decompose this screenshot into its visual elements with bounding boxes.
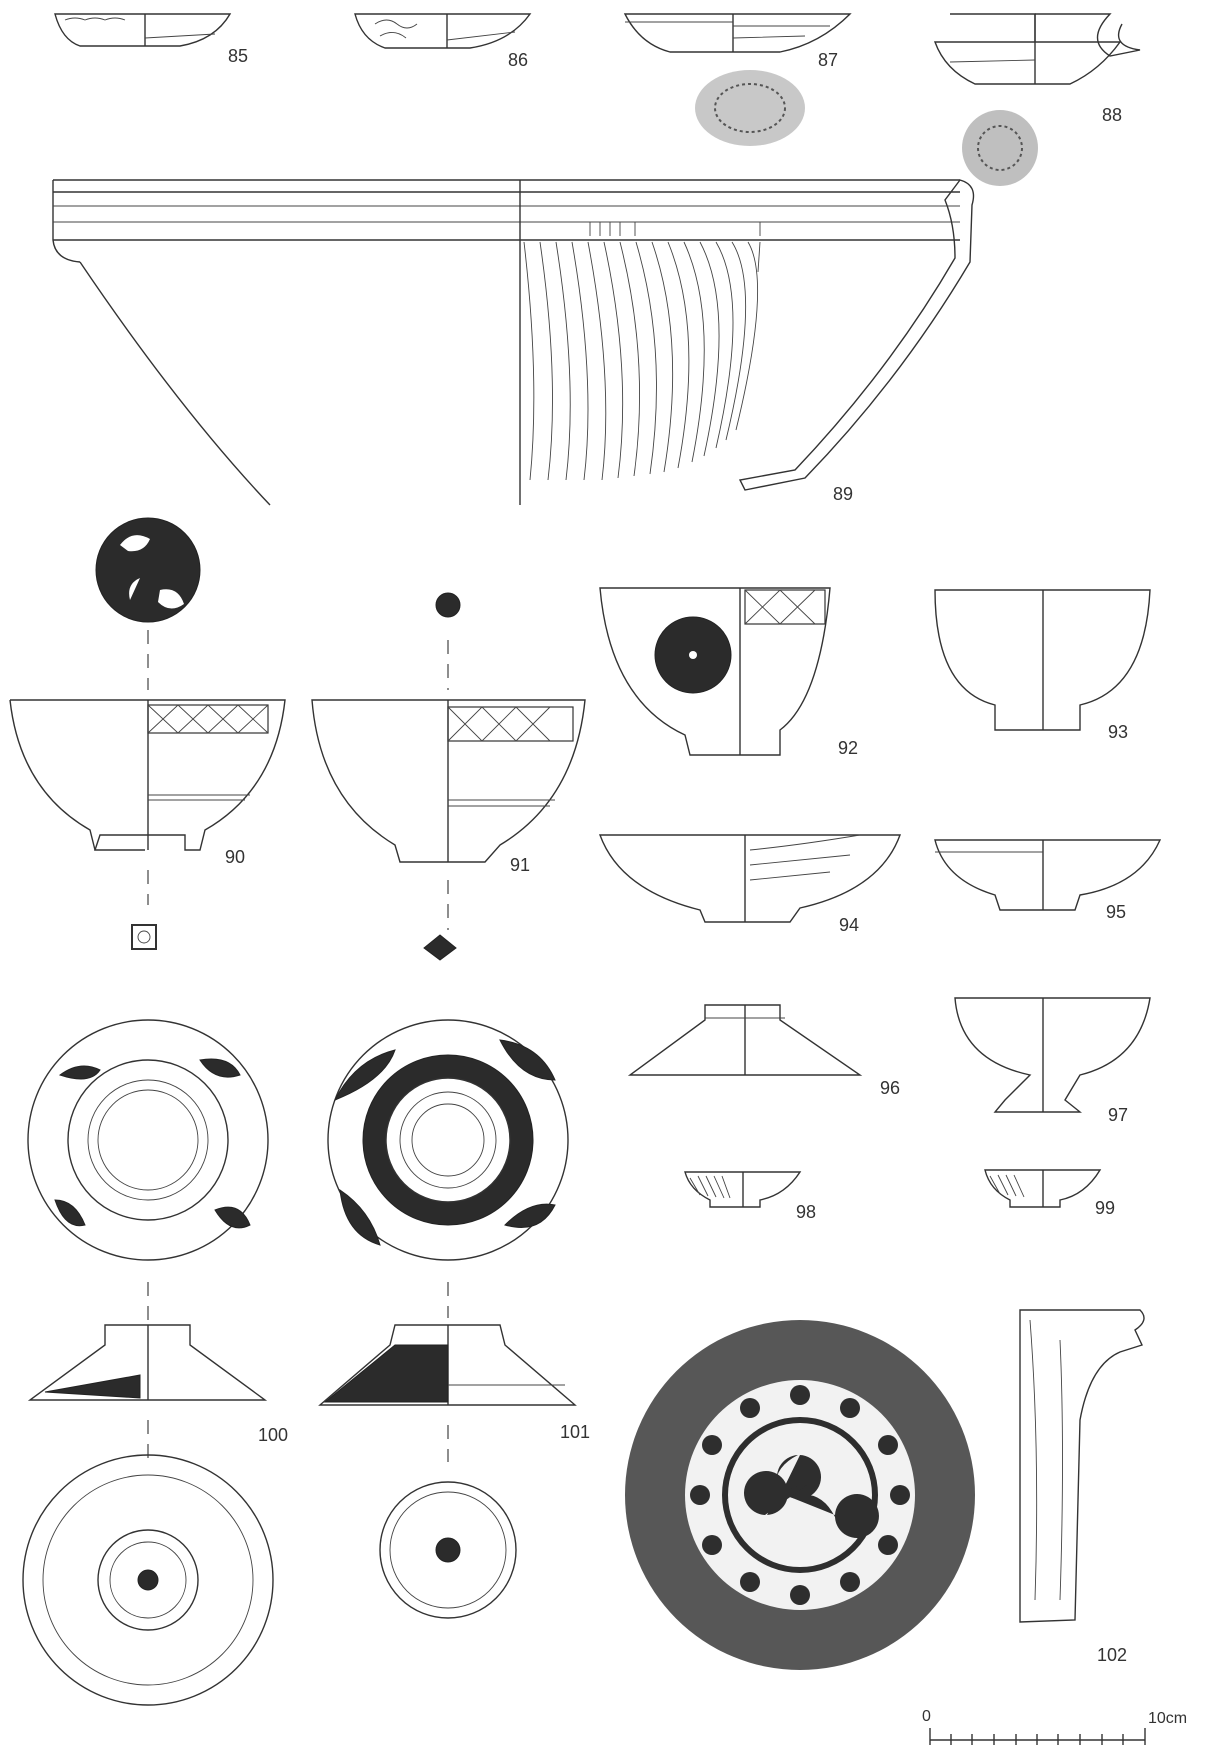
vessel-92 — [599, 587, 831, 756]
scale-end-label: 10cm — [1148, 1710, 1188, 1727]
vessel-86 — [354, 13, 532, 49]
vessel-93 — [934, 589, 1151, 731]
comb-grooves-89 — [523, 222, 761, 481]
figure-number-87: 87 — [818, 50, 839, 70]
vessel-100 — [22, 1019, 274, 1706]
vessel-91 — [311, 592, 586, 961]
figure-number-95: 95 — [1106, 902, 1127, 922]
vessel-95 — [934, 839, 1162, 911]
figure-number-85: 85 — [228, 46, 249, 66]
scale-bar — [929, 1728, 1146, 1745]
figure-number-86: 86 — [508, 50, 529, 70]
figure-number-96: 96 — [880, 1078, 901, 1098]
figure-number-101: 101 — [560, 1422, 591, 1442]
stamp-rubbing-88 — [962, 110, 1038, 186]
figure-number-98: 98 — [796, 1202, 817, 1222]
center-mark-101 — [435, 1537, 461, 1563]
vessel-94 — [598, 834, 902, 923]
vessel-90 — [9, 517, 286, 950]
vessel-99 — [984, 1169, 1102, 1208]
center-mark-100 — [137, 1569, 159, 1591]
scale-start-label: 0 — [922, 1708, 931, 1725]
vessel-87 — [623, 13, 852, 146]
flower-mark-91 — [435, 592, 461, 618]
vessel-98 — [684, 1171, 802, 1208]
figure-number-91: 91 — [510, 855, 531, 875]
vessel-96 — [627, 1004, 863, 1076]
stamp-rubbing-87 — [695, 70, 805, 146]
figure-number-92: 92 — [838, 738, 859, 758]
figure-number-102: 102 — [1097, 1645, 1128, 1665]
vessel-89 — [52, 179, 975, 506]
vessel-102-roof-tile — [625, 1309, 1145, 1670]
vessel-97 — [954, 997, 1151, 1113]
figure-number-100: 100 — [258, 1425, 289, 1445]
figure-number-97: 97 — [1108, 1105, 1129, 1125]
figure-number-94: 94 — [839, 915, 860, 935]
figure-number-90: 90 — [225, 847, 246, 867]
decorated-disc-90 — [95, 517, 201, 623]
maker-mark-91 — [423, 934, 457, 961]
vessel-85 — [54, 13, 232, 47]
figure-number-99: 99 — [1095, 1198, 1116, 1218]
figure-number-88: 88 — [1102, 105, 1123, 125]
vessel-101 — [318, 1019, 577, 1619]
figure-number-93: 93 — [1108, 722, 1129, 742]
vessel-88 — [934, 13, 1141, 186]
figure-number-89: 89 — [833, 484, 854, 504]
maker-mark-90 — [131, 924, 157, 950]
